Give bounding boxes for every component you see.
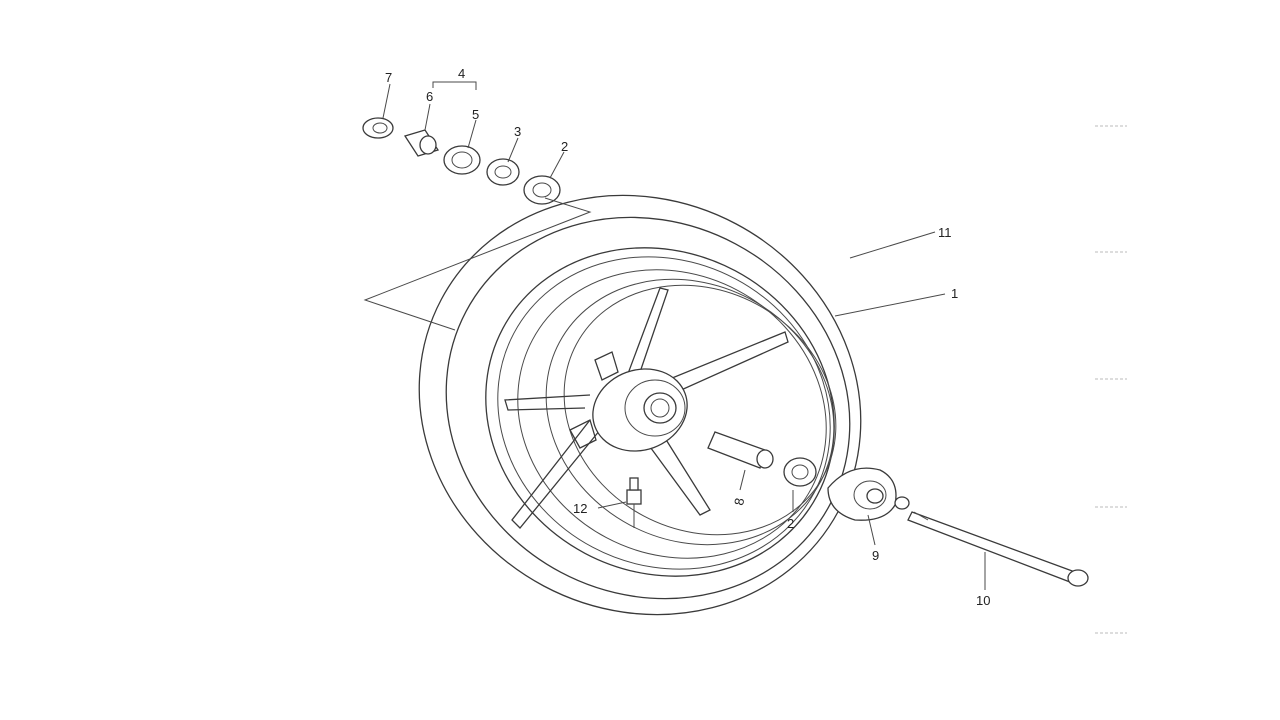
label-7: 7 bbox=[385, 70, 392, 85]
label-5: 5 bbox=[472, 107, 479, 122]
speedometer-gear-box bbox=[827, 467, 910, 521]
wheel-rim bbox=[485, 247, 837, 577]
label-9: 9 bbox=[872, 548, 879, 563]
label-2-right: 2 bbox=[787, 516, 794, 531]
assembly-lines bbox=[363, 81, 592, 331]
label-12: 12 bbox=[573, 501, 587, 516]
label-4: 4 bbox=[458, 66, 465, 81]
bearing-3 bbox=[486, 158, 520, 186]
bearing-right bbox=[783, 457, 817, 487]
wheel-spokes bbox=[504, 287, 789, 529]
label-11: 11 bbox=[938, 225, 952, 240]
tire-valve bbox=[626, 477, 642, 528]
collar-7 bbox=[362, 117, 394, 139]
spacer-6 bbox=[403, 129, 440, 157]
part-labels: 7 6 4 5 3 2 11 1 12 8 2 9 10 bbox=[385, 66, 990, 608]
label-6: 6 bbox=[426, 89, 433, 104]
label-1: 1 bbox=[951, 286, 958, 301]
bearing-2-left bbox=[523, 175, 561, 205]
oil-seal-5 bbox=[443, 145, 481, 175]
label-10: 10 bbox=[976, 593, 990, 608]
label-8: 8 bbox=[731, 497, 747, 507]
label-3: 3 bbox=[514, 124, 521, 139]
axle-spacer bbox=[707, 431, 774, 469]
front-axle bbox=[907, 511, 1089, 587]
label-2-top: 2 bbox=[561, 139, 568, 154]
leader-lines bbox=[382, 83, 986, 590]
wheel-hub bbox=[569, 351, 688, 452]
margin-marks bbox=[1095, 125, 1127, 634]
